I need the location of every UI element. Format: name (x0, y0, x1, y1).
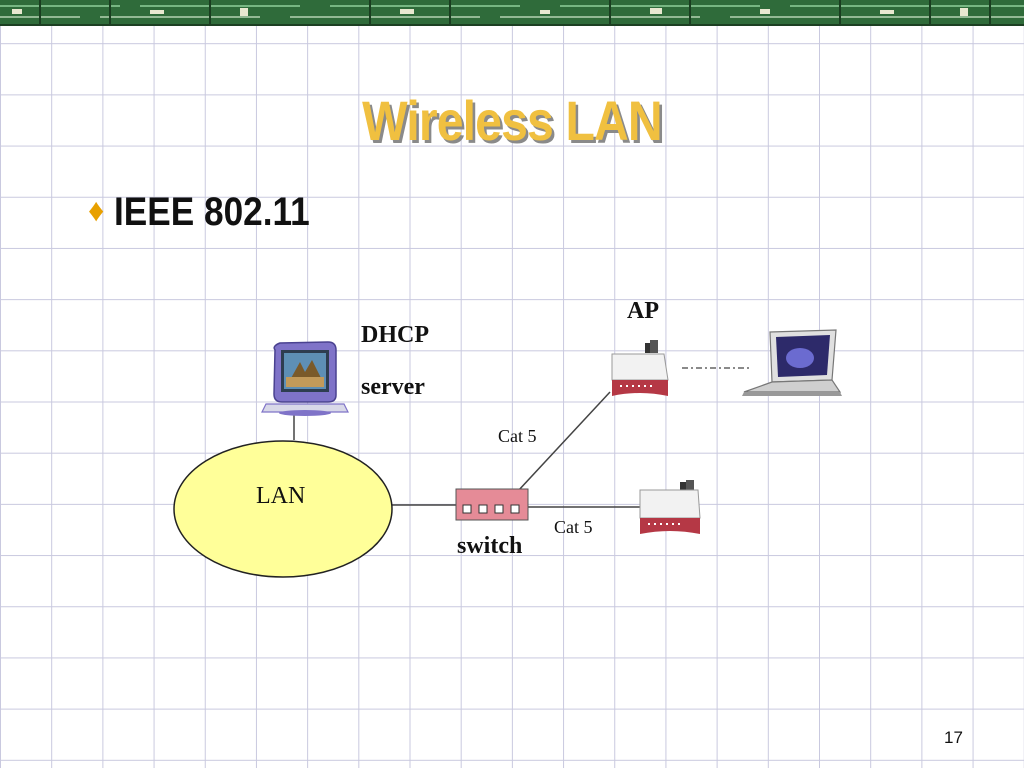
server-label: server (361, 374, 425, 400)
diamond-bullet-icon: ♦ (88, 192, 105, 228)
circuit-banner (0, 0, 1024, 26)
slide-title: Wireless LAN (362, 89, 663, 152)
access-point-icon (611, 340, 669, 396)
lan-cloud (173, 440, 393, 578)
access-point-icon (639, 480, 701, 534)
bullet-item: ♦IEEE 802.11 (88, 190, 337, 235)
ap-label: AP (627, 298, 659, 324)
switch-ap-link (504, 391, 611, 506)
bullet-text: IEEE 802.11 (114, 190, 311, 234)
circuit-pattern-icon (0, 0, 1024, 24)
switch-label: switch (457, 533, 523, 559)
desktop-computer-icon (261, 341, 349, 416)
switch-device (455, 488, 529, 521)
lan-label: LAN (256, 483, 306, 509)
cat5-upper-label: Cat 5 (498, 426, 537, 446)
cat5-lower-label: Cat 5 (554, 517, 593, 537)
laptop-icon (742, 329, 842, 396)
dhcp-label: DHCP (361, 322, 429, 348)
page-number: 17 (944, 728, 963, 747)
